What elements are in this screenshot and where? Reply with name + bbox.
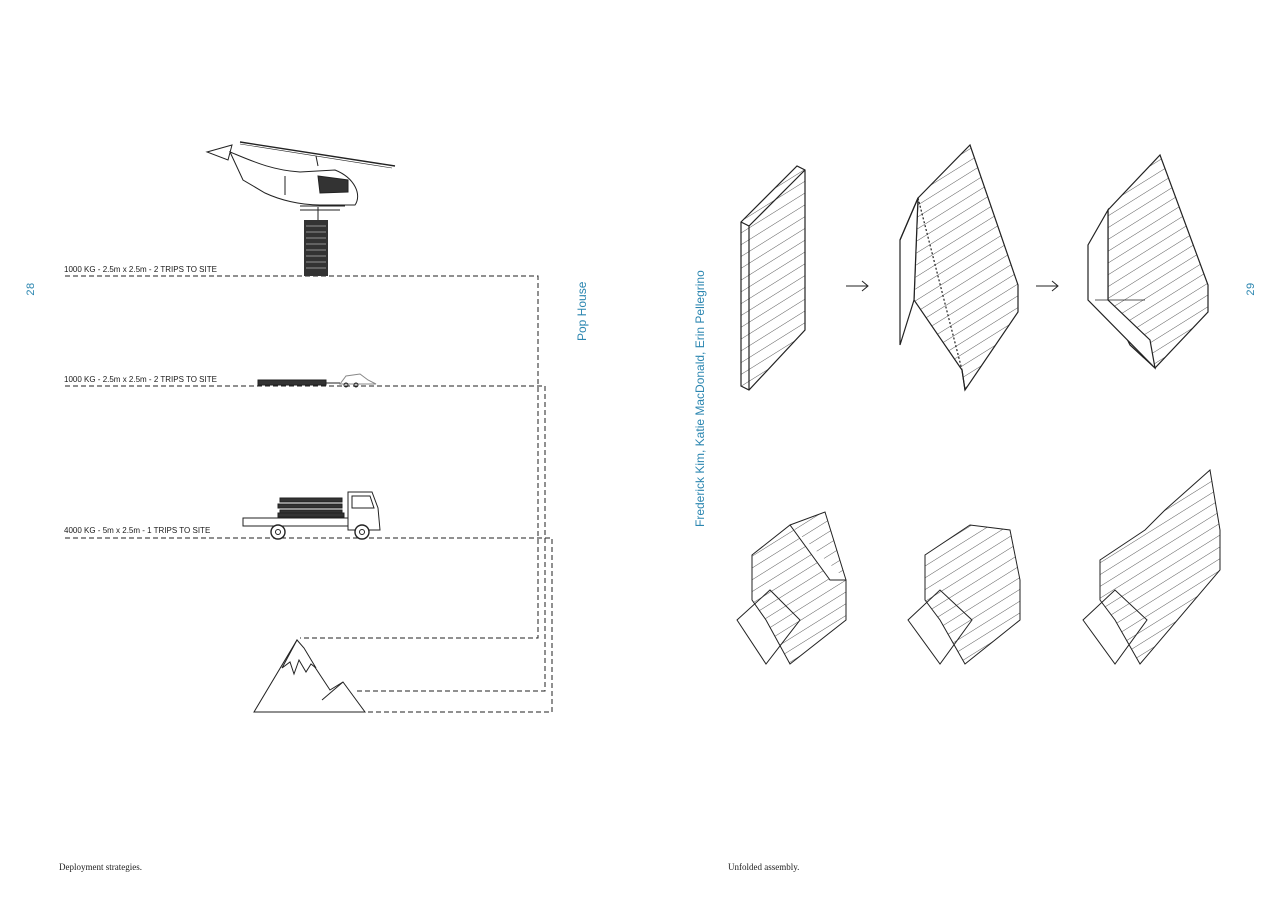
assembly-step-assembled: [1087, 153, 1209, 370]
route-label-helicopter: 1000 KG - 2.5m x 2.5m - 2 TRIPS TO SITE: [64, 265, 217, 274]
right-arrow-icon-2: [1036, 280, 1059, 292]
route-line-truck: [65, 537, 553, 713]
cluster-four-units: [1082, 469, 1221, 665]
snowmobile-trailer-icon: [257, 373, 377, 388]
mountain-icon: [253, 639, 366, 713]
cluster-three-units: [907, 524, 1021, 665]
caption-left: Deployment strategies.: [59, 862, 142, 872]
assembly-step-opening: [899, 143, 1019, 392]
caption-right: Unfolded assembly.: [728, 862, 800, 872]
flatbed-truck-icon: [242, 491, 381, 540]
hanging-panel-icon: [304, 220, 328, 276]
route-label-truck: 4000 KG - 5m x 2.5m - 1 TRIPS TO SITE: [64, 526, 211, 535]
assembly-step-flat-panel: [740, 165, 806, 391]
route-label-snowmobile: 1000 KG - 2.5m x 2.5m - 2 TRIPS TO SITE: [64, 375, 217, 384]
right-arrow-icon: [846, 280, 869, 292]
cluster-two-units: [736, 511, 847, 665]
route-line-helicopter: [65, 275, 539, 639]
helicopter-icon: [205, 141, 396, 222]
